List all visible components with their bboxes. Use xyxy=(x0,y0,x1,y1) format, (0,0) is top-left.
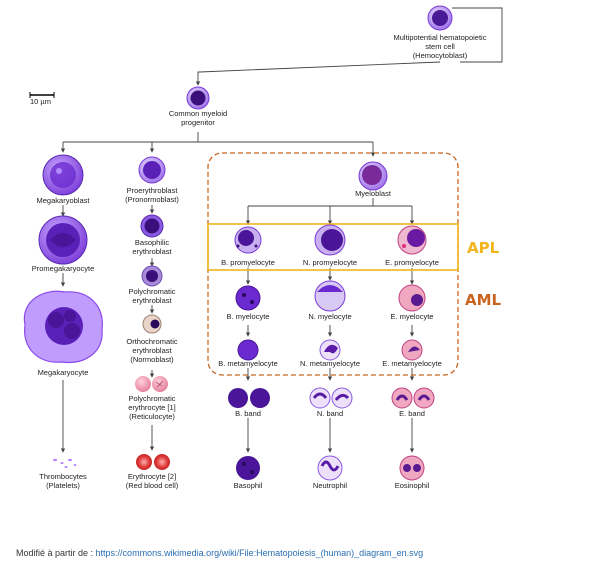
reticulocyte-cells xyxy=(135,376,168,392)
b-metamyelocyte-cell xyxy=(237,339,259,361)
n-metamyelocyte-label: N. metamyelocyte xyxy=(300,359,360,368)
footer: Modifié à partir de : https://commons.wi… xyxy=(16,548,423,558)
b-myelocyte-label: B. myelocyte xyxy=(227,312,270,321)
erythrocyte-label: Erythrocyte [2](Red blood cell) xyxy=(126,472,179,490)
e-mature-label: Eosinophil xyxy=(395,481,430,490)
b-band-label: B. band xyxy=(235,409,261,418)
orthochromatic-erythroblast-cell xyxy=(142,314,162,334)
megakaryoblast-cell xyxy=(42,154,84,196)
e-band-cells xyxy=(391,387,435,409)
b-promyelocyte-label: B. promyelocyte xyxy=(221,258,275,267)
footer-prefix: Modifié à partir de : xyxy=(16,548,96,558)
e-myelocyte-cell xyxy=(398,284,426,312)
common-myeloid-cell xyxy=(186,86,210,110)
myeloblast-label: Myeloblast xyxy=(355,189,392,198)
n-myelocyte-label: N. myelocyte xyxy=(308,312,351,321)
apl-box xyxy=(207,223,459,271)
b-promyelocyte-cell xyxy=(234,226,262,254)
b-metamyelocyte-label: B. metamyelocyte xyxy=(218,359,278,368)
promegakaryocyte-cell xyxy=(38,215,88,265)
b-myelocyte-cell xyxy=(235,285,261,311)
e-metamyelocyte-label: E. metamyelocyte xyxy=(382,359,442,368)
e-metamyelocyte-cell xyxy=(401,339,423,361)
proerythroblast-cell xyxy=(138,156,166,184)
footer-link[interactable]: https://commons.wikimedia.org/wiki/File:… xyxy=(95,548,424,558)
stem-cell xyxy=(427,5,453,31)
apl-label: APL xyxy=(467,239,500,257)
basophil-cell xyxy=(236,456,260,480)
erythrocyte-cells xyxy=(136,454,170,470)
neutrophil-cell xyxy=(317,455,343,481)
myeloblast-cell xyxy=(358,161,388,191)
basophilic-erythroblast-cell xyxy=(140,214,164,238)
thrombocytes-label: Thrombocytes(Platelets) xyxy=(39,472,87,490)
e-band-label: E. band xyxy=(399,409,425,418)
n-mature-label: Neutrophil xyxy=(313,481,348,490)
b-band-cells xyxy=(228,388,270,408)
megakaryocyte-cell xyxy=(23,290,103,364)
b-mature-label: Basophil xyxy=(234,481,263,490)
n-band-cells xyxy=(309,387,353,409)
scale-bar: 10 µm xyxy=(29,92,55,106)
scale-bar-label: 10 µm xyxy=(30,97,51,106)
aml-label: AML xyxy=(465,291,502,309)
thrombocytes xyxy=(53,458,77,468)
eosinophil-cell xyxy=(399,455,425,481)
e-promyelocyte-cell xyxy=(397,225,427,255)
e-myelocyte-label: E. myelocyte xyxy=(391,312,434,321)
n-promyelocyte-cell xyxy=(314,224,346,256)
megakaryocyte-label: Megakaryocyte xyxy=(38,368,89,377)
connectors xyxy=(60,7,503,453)
n-promyelocyte-label: N. promyelocyte xyxy=(303,258,357,267)
proerythroblast-label: Proerythroblast(Pronormoblast) xyxy=(125,186,179,204)
e-promyelocyte-label: E. promyelocyte xyxy=(385,258,439,267)
promegakaryocyte-label: Promegakaryocyte xyxy=(32,264,95,273)
n-metamyelocyte-cell xyxy=(319,339,341,361)
n-band-label: N. band xyxy=(317,409,343,418)
n-myelocyte-cell xyxy=(314,280,346,312)
megakaryoblast-label: Megakaryoblast xyxy=(37,196,91,205)
polychromatic-erythroblast-cell xyxy=(141,265,163,287)
